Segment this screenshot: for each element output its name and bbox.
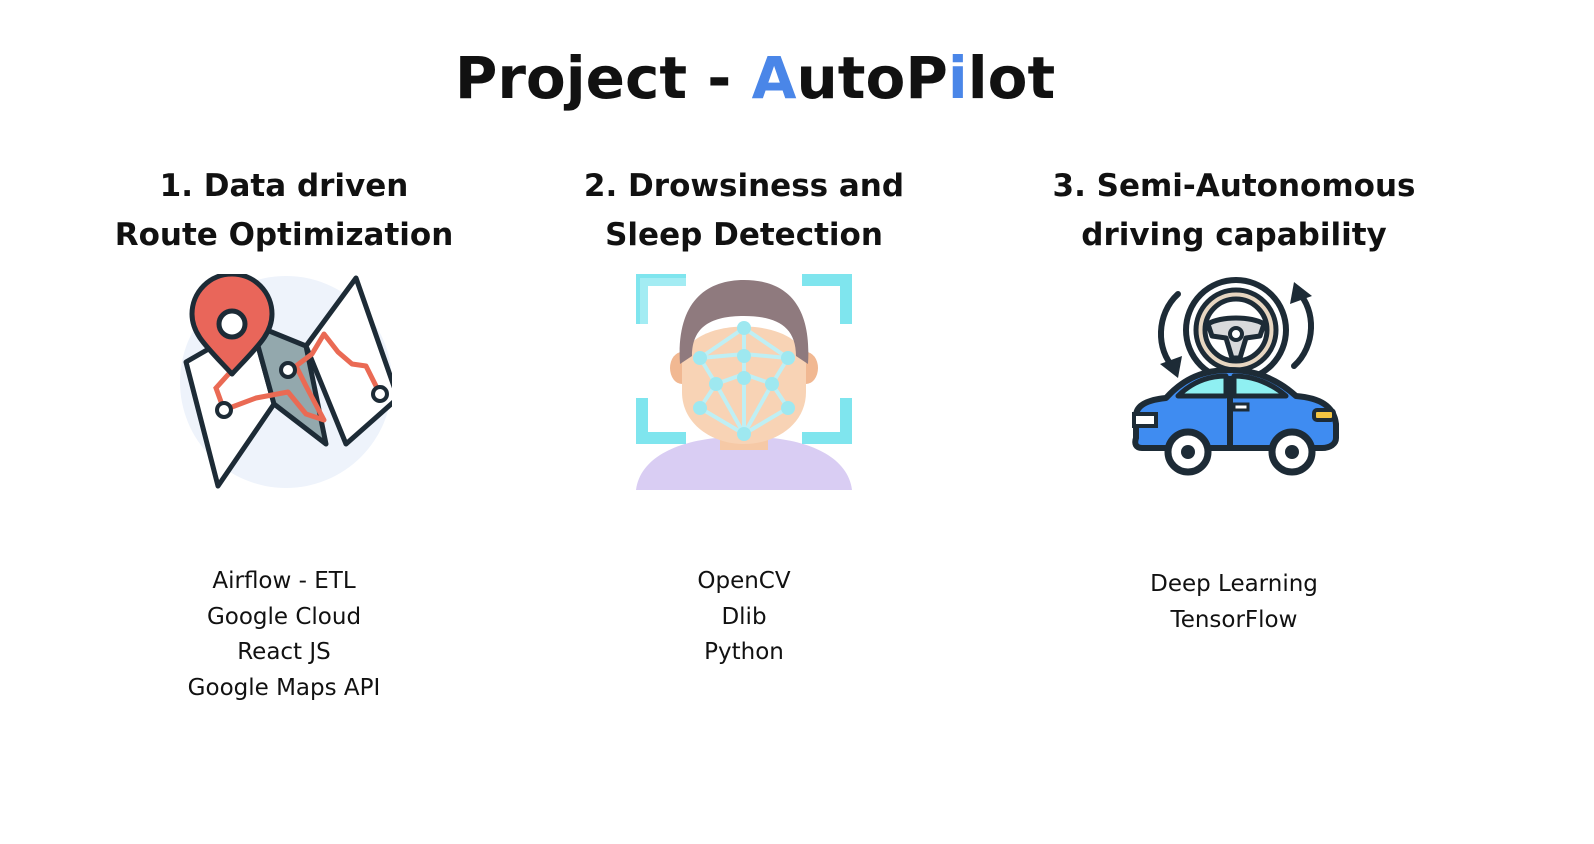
title-accent-i: i xyxy=(947,44,968,112)
feature-heading-line-1: 1. Data driven xyxy=(159,168,409,204)
tech-item: Python xyxy=(704,639,784,666)
tech-item: Dlib xyxy=(721,603,767,630)
feature-heading-line-1: 3. Semi-Autonomous xyxy=(1052,168,1416,204)
tech-item: TensorFlow xyxy=(1170,606,1298,633)
feature-column-route-optimization: 1. Data driven Route Optimization Airflo… xyxy=(54,162,514,701)
feature-heading-line-2: Route Optimization xyxy=(114,217,454,253)
title-part-1: Project - xyxy=(454,44,752,112)
tech-item: Airflow - ETL xyxy=(212,568,356,594)
tech-item: React JS xyxy=(237,639,331,666)
tech-item: Deep Learning xyxy=(1150,571,1318,597)
feature-heading: 1. Data driven Route Optimization xyxy=(54,162,514,260)
feature-column-drowsiness-detection: 2. Drowsiness and Sleep Detection xyxy=(514,162,974,665)
map-route-icon xyxy=(176,274,392,490)
autonomous-car-icon xyxy=(1126,274,1342,490)
feature-heading: 2. Drowsiness and Sleep Detection xyxy=(514,162,974,260)
feature-heading-line-1: 2. Drowsiness and xyxy=(583,168,905,204)
feature-heading-line-2: Sleep Detection xyxy=(605,217,883,253)
feature-heading-line-2: driving capability xyxy=(1081,217,1387,253)
feature-column-autonomous-driving: 3. Semi-Autonomous driving capability xyxy=(1004,162,1464,633)
tech-item: Google Maps API xyxy=(187,675,381,702)
feature-heading: 3. Semi-Autonomous driving capability xyxy=(1004,162,1464,260)
face-detection-icon xyxy=(636,274,852,490)
title-accent-a: A xyxy=(751,44,797,112)
page-title: Project - AutoPilot xyxy=(0,38,1510,118)
tech-item: OpenCV xyxy=(697,568,791,594)
tech-list: OpenCV Dlib Python xyxy=(514,564,974,671)
tech-list: Deep Learning TensorFlow xyxy=(1004,567,1464,638)
title-part-3: lot xyxy=(967,44,1056,112)
title-part-2: utoP xyxy=(796,44,948,112)
tech-list: Airflow - ETL Google Cloud React JS Goog… xyxy=(54,564,514,707)
tech-item: Google Cloud xyxy=(206,603,362,630)
